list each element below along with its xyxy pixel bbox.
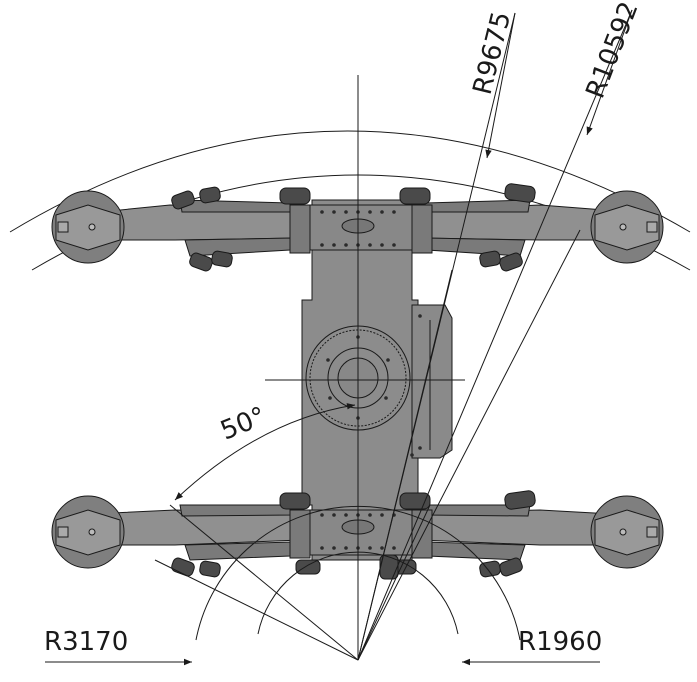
right-clamp-upper: [411, 204, 433, 254]
label-angle: 50°: [216, 401, 270, 446]
arc-r10592: [9, 130, 691, 233]
arc-r3170: [195, 505, 521, 641]
label-r9675: R9675: [468, 9, 517, 98]
arm-upper-right-lower-strut: [424, 237, 526, 257]
left-clamp-lower: [289, 509, 311, 559]
right-clamp-lower: [411, 509, 433, 559]
lower-arms: [69, 504, 631, 561]
wheel-upper-left: [51, 190, 125, 264]
engine-box: [411, 304, 453, 459]
wheels: [51, 190, 664, 569]
dimension-leaders: [45, 9, 633, 666]
arm-upper-left-strut: [179, 199, 293, 213]
wheel-upper-right: [590, 190, 664, 264]
left-clamp-upper: [289, 204, 311, 254]
arm-upper-left-lower-strut: [184, 237, 293, 257]
arm-lower-left-strut: [179, 504, 293, 517]
label-r1960: R1960: [518, 627, 602, 657]
arm-upper-right-strut: [424, 199, 531, 213]
angle-arc: [174, 403, 356, 501]
wheel-lower-right: [590, 495, 664, 569]
arm-lower-right-lower-strut: [424, 541, 526, 561]
arc-r1960: [257, 551, 459, 635]
wheel-lower-left: [51, 495, 125, 569]
label-r10592: R10592: [581, 0, 645, 103]
pivot-radius-arcs: [195, 505, 521, 641]
center-lines: [154, 9, 633, 661]
label-r3170: R3170: [44, 627, 128, 657]
